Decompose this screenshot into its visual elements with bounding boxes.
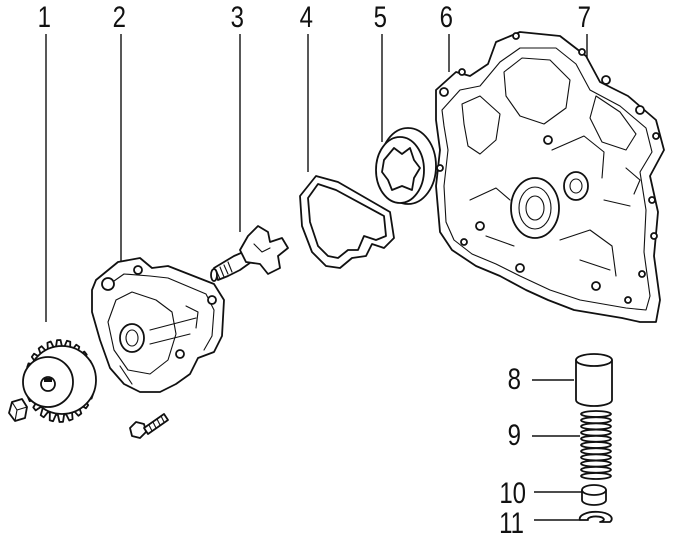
callout-10: 10	[499, 475, 526, 509]
spring-coil	[580, 434, 612, 443]
leader-lines	[45, 34, 588, 521]
bolt-shank	[143, 413, 169, 435]
spring-coil	[580, 459, 612, 468]
pump-bolt-hole	[175, 349, 185, 359]
callout-7: 7	[578, 0, 591, 34]
cover-bolt-hole	[439, 87, 449, 97]
part-4-gasket	[299, 175, 395, 269]
crankshaft-seal-bore	[510, 177, 560, 239]
callout-6: 6	[440, 0, 453, 34]
callout-labels: 1 2 3 4 5 6 7 8 9 10 11	[38, 0, 591, 535]
cover-boss	[563, 171, 589, 201]
part-6-7-timing-cover	[435, 31, 665, 323]
plunger-top	[575, 353, 613, 367]
spring-coil	[580, 422, 612, 431]
pump-bolt-hole	[133, 265, 143, 275]
spring-coil	[580, 465, 612, 474]
callout-3: 3	[231, 0, 244, 34]
part-1-drive-gear	[8, 339, 97, 423]
outer-rotor-lobes	[381, 147, 421, 191]
bolt-head	[129, 421, 147, 439]
spring-coil	[580, 472, 612, 480]
callout-11: 11	[499, 505, 524, 535]
callout-2: 2	[113, 0, 126, 34]
spring-coil	[580, 416, 612, 425]
part-10-spring-seat	[581, 484, 607, 506]
spring-coil	[580, 447, 612, 456]
callout-4: 4	[300, 0, 313, 34]
spring-coil	[580, 453, 612, 462]
spring-coil	[580, 410, 612, 418]
rotor-lobes	[239, 225, 289, 275]
callout-1: 1	[38, 0, 51, 34]
pump-bore	[119, 323, 145, 353]
callout-9: 9	[508, 417, 521, 451]
callout-5: 5	[374, 0, 387, 34]
part-9-relief-valve-spring	[580, 410, 612, 480]
timing-cover-body	[435, 31, 665, 323]
gasket-inner	[307, 183, 387, 259]
part-3-rotor-shaft	[210, 225, 289, 282]
callout-8: 8	[508, 361, 521, 395]
pump-bolt-hole	[207, 295, 217, 305]
spring-coil	[580, 428, 612, 437]
part-8-relief-valve-plunger	[575, 353, 613, 407]
spring-coil	[580, 441, 612, 449]
part-2-pump-body	[91, 257, 225, 439]
part-5-outer-rotor	[375, 127, 437, 205]
plunger-body	[575, 359, 613, 407]
pump-housing	[91, 257, 225, 393]
part-11-snap-ring	[578, 510, 613, 523]
pump-bolt-hole	[101, 277, 115, 291]
